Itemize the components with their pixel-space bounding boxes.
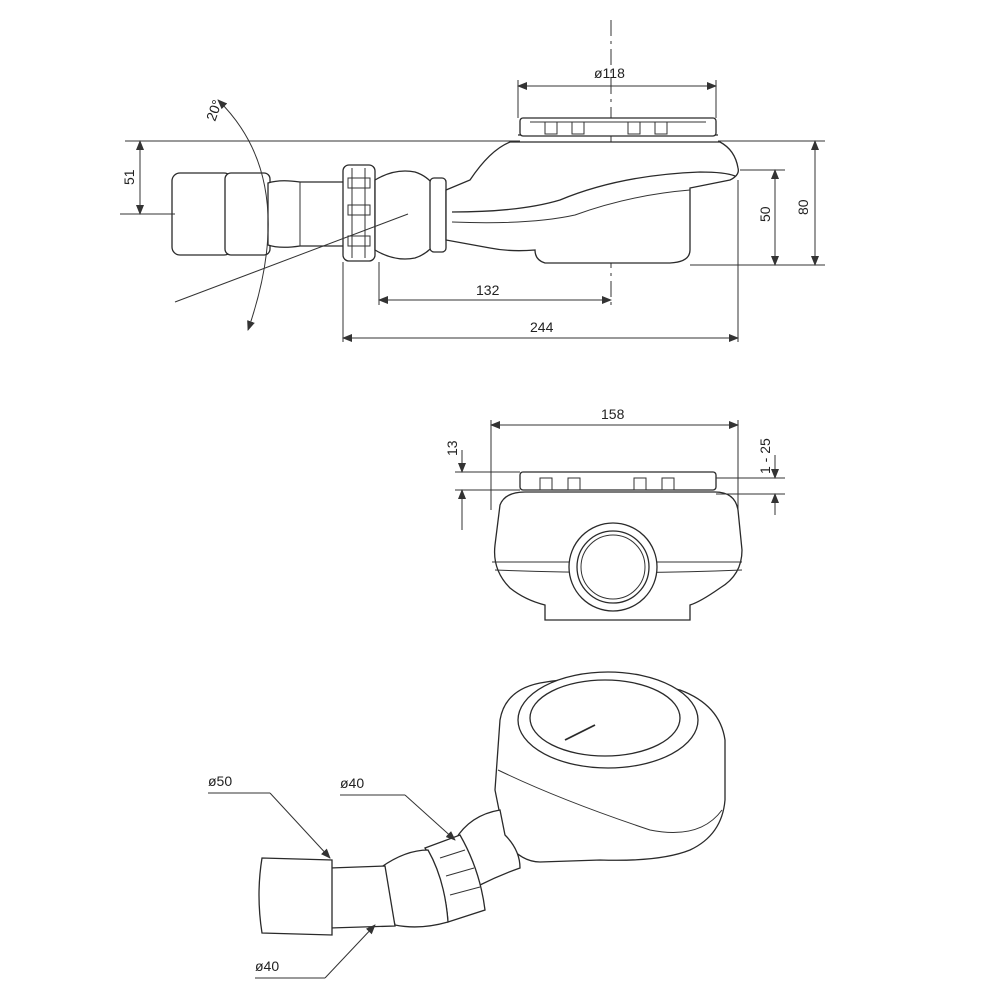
iso-cover <box>529 679 681 757</box>
angle-label: 20° <box>203 98 225 123</box>
iso-elbow <box>379 849 449 928</box>
iso-view: ø50 ø40 ø40 <box>208 671 726 979</box>
side-trap-body <box>445 117 739 264</box>
iso-cover-slot <box>564 724 596 741</box>
side-swivel-joint <box>374 170 447 260</box>
dim-label-front-width: 158 <box>601 406 625 422</box>
dim-label-center-to-cap: 132 <box>476 282 500 298</box>
dim-label-outlet-inner-bottom: ø40 <box>255 958 279 974</box>
dim-label-adjust-range: 1 - 25 <box>757 438 773 474</box>
leader-outlet-outer <box>269 792 331 859</box>
dim-label-cover-diameter: ø118 <box>594 65 625 81</box>
leader-outlet-inner-top <box>404 794 456 841</box>
dim-label-total-length: 244 <box>530 319 554 335</box>
iso-outlet-pipe <box>258 857 333 936</box>
side-nut <box>342 164 376 262</box>
dim-label-total-height: 80 <box>795 199 811 215</box>
dim-label-outlet-outer: ø50 <box>208 773 232 789</box>
leader-outlet-inner-bottom <box>324 924 376 979</box>
angle-line <box>174 213 409 303</box>
dim-label-outlet-inner-top: ø40 <box>340 775 364 791</box>
dim-label-offset: 51 <box>121 169 137 185</box>
dim-label-cover-height: 13 <box>444 440 460 456</box>
dim-label-outlet-height: 50 <box>757 206 773 222</box>
side-view: 20° ø118 51 80 50 132 244 <box>120 20 825 342</box>
front-view: 158 13 1 - 25 <box>444 406 785 621</box>
angle-arc <box>217 99 269 331</box>
side-outlet-pipe <box>171 172 346 256</box>
front-cover <box>519 471 717 491</box>
front-outlet-hole <box>576 530 650 604</box>
